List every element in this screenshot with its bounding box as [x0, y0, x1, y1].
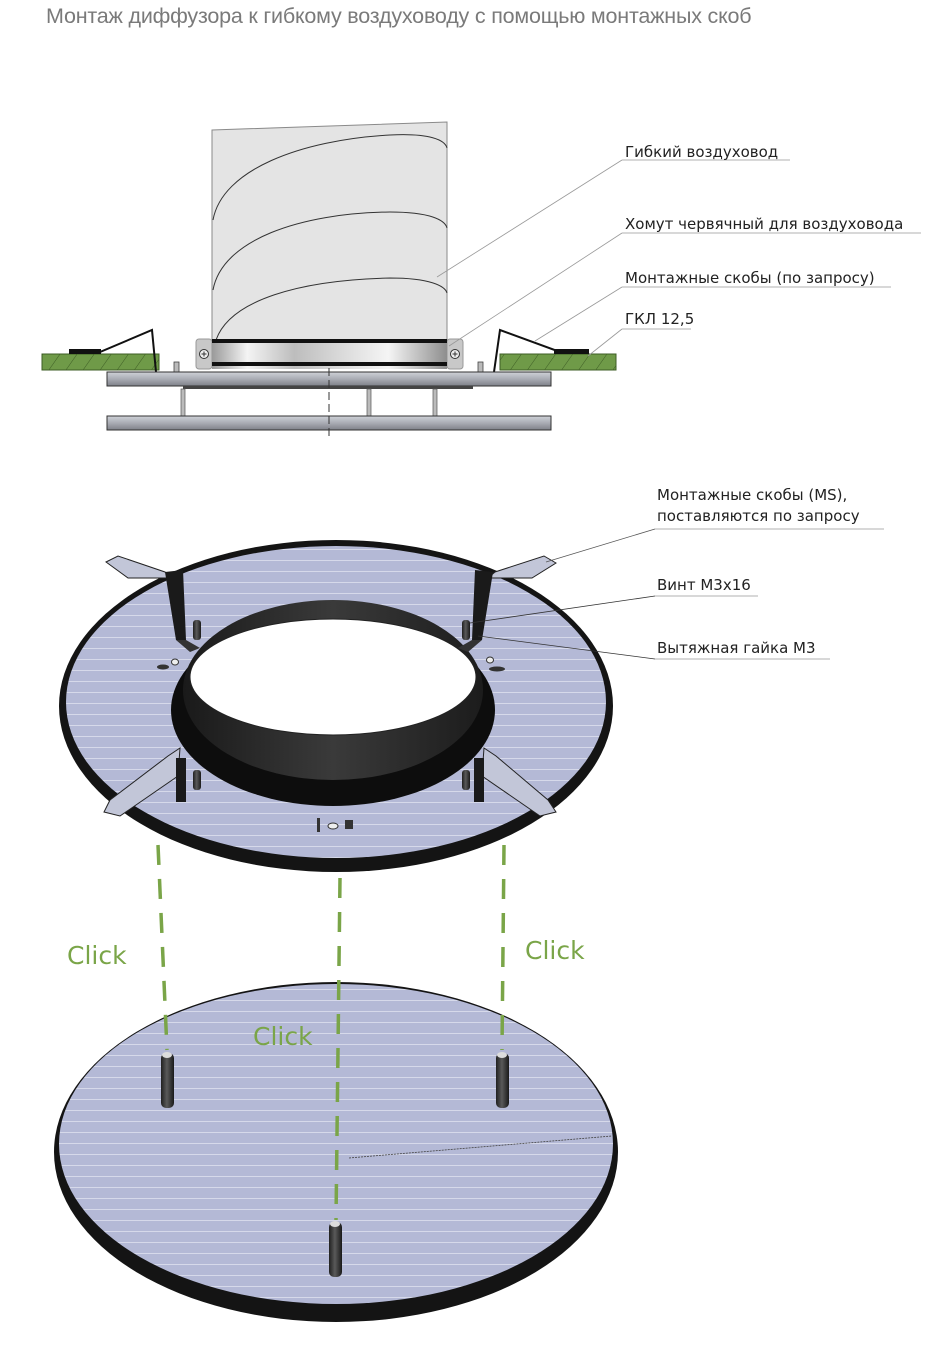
pin	[329, 1221, 342, 1277]
mounting-bracket	[103, 747, 186, 817]
section-callouts: Гибкий воздуховод Хомут червячный для во…	[436, 143, 921, 357]
drywall-left	[41, 353, 160, 371]
click-label-right: Click	[525, 936, 585, 965]
guide-left	[156, 844, 169, 1051]
callout-rivet-nut: Вытяжная гайка М3	[657, 639, 816, 657]
base-disc-face	[59, 984, 613, 1304]
drywall-right	[499, 353, 617, 371]
callout-flexible-duct: Гибкий воздуховод	[625, 143, 778, 161]
guide-center	[334, 877, 342, 1221]
callout-worm-clamp: Хомут червячный для воздуховода	[625, 215, 903, 233]
click-label-left: Click	[67, 941, 127, 970]
iso-callouts: Монтажные скобы (MS), поставляются по за…	[469, 486, 884, 660]
section-view	[41, 121, 617, 436]
mounting-bracket-left	[69, 328, 157, 373]
screw-m3x16	[193, 770, 201, 790]
pin	[496, 1052, 509, 1108]
callout-ms-brackets-line2: поставляются по запросу	[657, 507, 860, 525]
screw-m3x16	[462, 770, 470, 790]
callout-drywall: ГКЛ 12,5	[625, 310, 694, 328]
alignment-guides	[156, 844, 506, 1221]
mounting-bracket	[458, 555, 557, 652]
flexible-duct	[211, 121, 448, 343]
screw-m3x16	[462, 620, 470, 640]
rivet-nut-hardware	[157, 656, 505, 832]
callout-screw: Винт М3х16	[657, 576, 751, 594]
screw-m3x16	[193, 620, 201, 640]
iso-view	[59, 540, 613, 872]
callout-ms-brackets-line1: Монтажные скобы (MS),	[657, 486, 847, 504]
guide-right	[500, 844, 506, 1051]
mounting-bracket	[105, 555, 200, 652]
worm-clamp	[195, 338, 464, 370]
pin	[161, 1052, 174, 1108]
mounting-bracket-right	[493, 328, 589, 373]
callout-mounting-brackets: Монтажные скобы (по запросу)	[625, 269, 875, 287]
page-title: Монтаж диффузора к гибкому воздуховоду с…	[46, 4, 752, 28]
mounting-bracket	[474, 747, 557, 817]
click-label-center: Click	[253, 1022, 313, 1051]
